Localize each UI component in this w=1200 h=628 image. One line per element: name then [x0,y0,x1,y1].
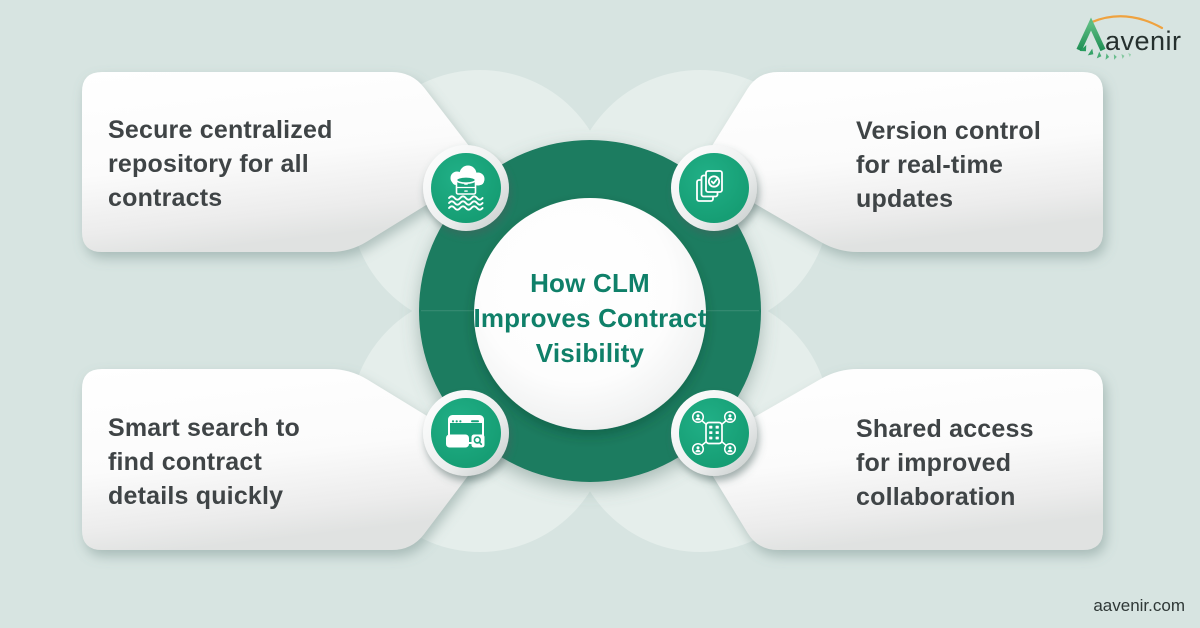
card-label-shared-access: Shared access for improved collaboration [856,415,1034,511]
icon-badge-shared-network [671,390,757,476]
website-url: aavenir.com [1093,596,1185,615]
icon-badges [423,145,757,476]
card-label-smart-search: Smart search to find contract details qu… [108,414,300,510]
cards-layer [82,72,1103,550]
logo-orange-arc [1090,15,1164,30]
logo-lambda-mark [1076,17,1106,52]
user-nodes [691,410,737,456]
magnifier-glyph [473,436,483,446]
icon-badge-version-documents [671,145,757,231]
logo-triangle-swoosh [1079,45,1132,60]
cloud-repository-icon [448,165,485,211]
center-title: How CLM Improves Contract Visibility [473,268,707,368]
center-disc [474,198,706,430]
aavenir-logo: avenir [1076,15,1182,60]
center-hub [419,140,761,482]
shared-network-icon [691,410,737,456]
server-cells [709,425,719,440]
version-documents-icon [696,170,723,202]
smart-search-icon [446,415,485,448]
card-label-secure-repository: Secure centralized repository for all co… [108,116,333,212]
card-label-version-control: Version control for real-time updates [856,117,1041,213]
water-waves [448,195,484,211]
card-bottom-left [82,369,479,550]
card-bottom-right [703,369,1103,550]
card-top-left [82,72,479,252]
icon-badge-smart-search [423,390,509,476]
icon-badge-cloud-repository [423,145,509,231]
card-top-right [703,72,1103,252]
logo-wordmark: avenir [1105,26,1182,56]
